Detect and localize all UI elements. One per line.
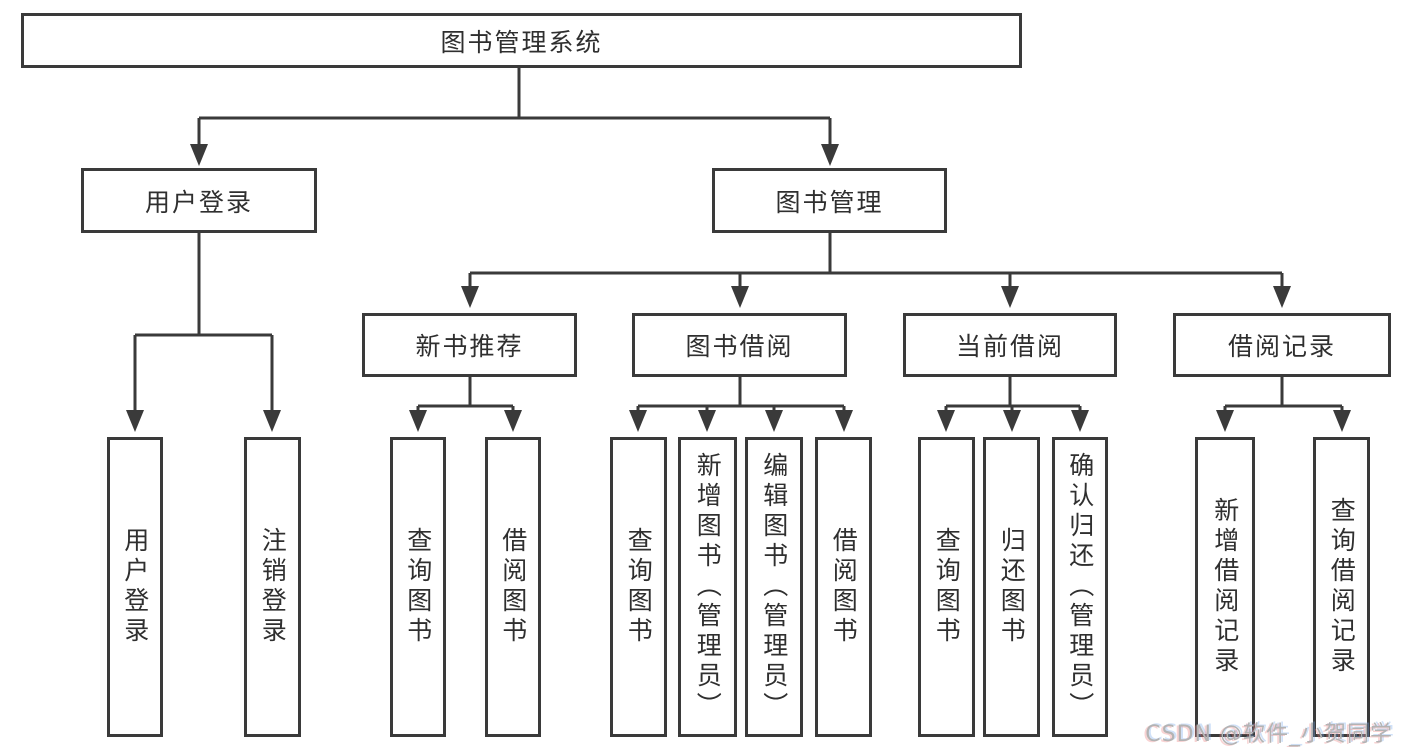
connector-current-borrow-to-leaves (937, 377, 1089, 432)
arrowhead-icon (731, 286, 749, 308)
arrowhead-icon (190, 144, 208, 166)
arrowhead-icon (698, 410, 716, 432)
arrowhead-icon (1071, 410, 1089, 432)
node-user-login-leaf: 用户登录 (107, 437, 163, 737)
node-query-borrow-record: 查询借阅记录 (1313, 437, 1370, 737)
connector-borrow-record-to-leaves (1216, 377, 1351, 432)
node-borrow-books-borrowing: 借阅图书 (815, 437, 872, 737)
node-query-books-current: 查询图书 (918, 437, 975, 737)
node-add-books-admin: 新增图书（管理员） (678, 437, 737, 737)
node-new-book-recommendation: 新书推荐 (362, 313, 577, 377)
node-query-books-borrowing: 查询图书 (610, 437, 667, 737)
arrowhead-icon (1333, 410, 1351, 432)
node-user-login: 用户登录 (81, 168, 317, 233)
arrowhead-icon (937, 410, 955, 432)
arrowhead-icon (1003, 410, 1021, 432)
node-edit-books-admin: 编辑图书（管理员） (745, 437, 803, 737)
arrowhead-icon (629, 410, 647, 432)
node-query-books-recommend: 查询图书 (390, 437, 446, 737)
node-confirm-return-admin: 确认归还（管理员） (1052, 437, 1108, 737)
connector-new-book-rec-to-leaves (409, 377, 522, 432)
connector-user-login-to-leaves (126, 233, 281, 432)
connector-book-mgmt-to-level3 (461, 233, 1291, 308)
arrowhead-icon (409, 410, 427, 432)
node-add-borrow-record: 新增借阅记录 (1195, 437, 1255, 737)
arrowhead-icon (461, 286, 479, 308)
connector-book-borrow-to-leaves (629, 377, 853, 432)
node-return-books: 归还图书 (983, 437, 1040, 737)
node-current-borrowing: 当前借阅 (903, 313, 1117, 377)
arrowhead-icon (1001, 286, 1019, 308)
arrowhead-icon (1216, 410, 1234, 432)
csdn-watermark: CSDN @软件_小贺同学 (1145, 722, 1393, 747)
arrowhead-icon (126, 410, 144, 432)
node-book-borrowing: 图书借阅 (632, 313, 847, 377)
arrowhead-icon (1273, 286, 1291, 308)
connector-root-to-level2 (190, 68, 839, 166)
arrowhead-icon (504, 410, 522, 432)
node-book-management: 图书管理 (712, 168, 947, 233)
arrowhead-icon (263, 410, 281, 432)
arrowhead-icon (821, 144, 839, 166)
node-logout-leaf: 注销登录 (244, 437, 301, 737)
arrowhead-icon (765, 410, 783, 432)
node-borrowing-records: 借阅记录 (1173, 313, 1391, 377)
arrowhead-icon (835, 410, 853, 432)
node-borrow-books-recommend: 借阅图书 (485, 437, 541, 737)
node-library-management-system: 图书管理系统 (21, 13, 1022, 68)
